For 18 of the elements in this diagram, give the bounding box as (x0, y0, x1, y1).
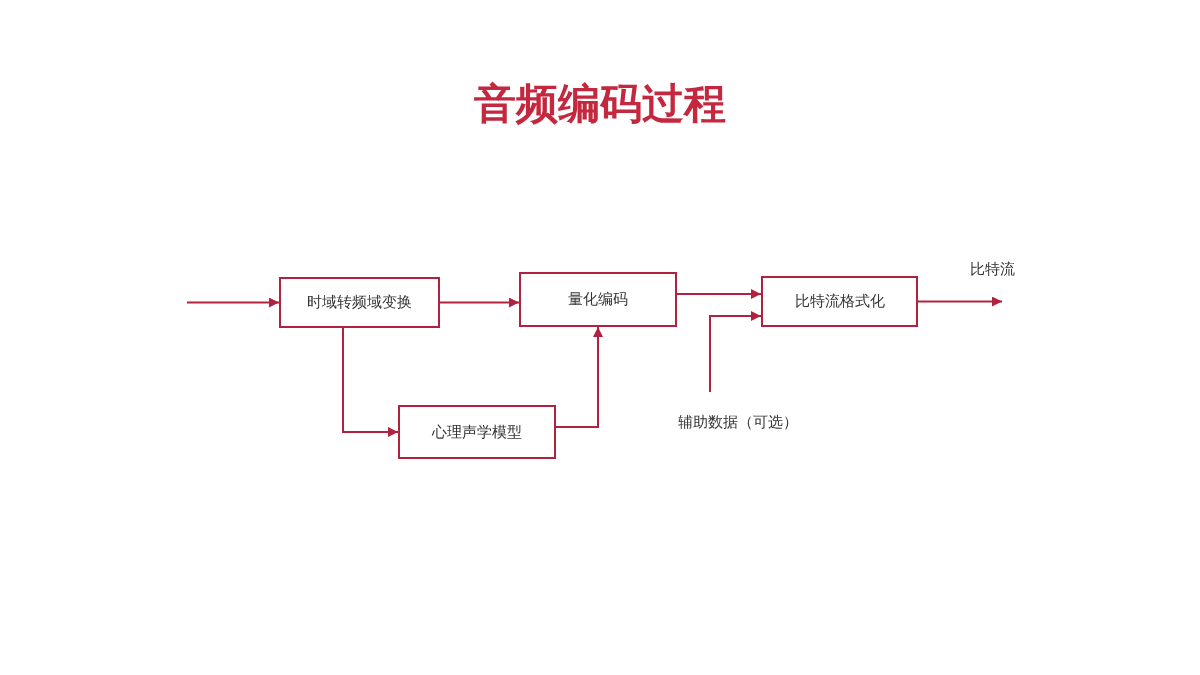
arrow (555, 326, 603, 428)
process-box (398, 405, 556, 459)
arrow (709, 311, 762, 393)
process-box (761, 276, 918, 327)
arrow (342, 327, 399, 437)
arrow (186, 297, 280, 308)
box-label: 时域转频域变换 (307, 293, 412, 312)
arrow (439, 297, 520, 308)
process-box (279, 277, 440, 328)
input-label: 辅助数据（可选） (678, 412, 798, 432)
box-label: 量化编码 (568, 290, 628, 309)
arrow (917, 296, 1003, 307)
box-label: 心理声学模型 (432, 422, 522, 442)
arrow (676, 289, 762, 299)
title: 音频编码过程 (474, 79, 726, 128)
box-label: 比特流格式化 (794, 292, 885, 311)
edge-label: 比特流 (970, 260, 1015, 279)
process-box (519, 272, 677, 327)
